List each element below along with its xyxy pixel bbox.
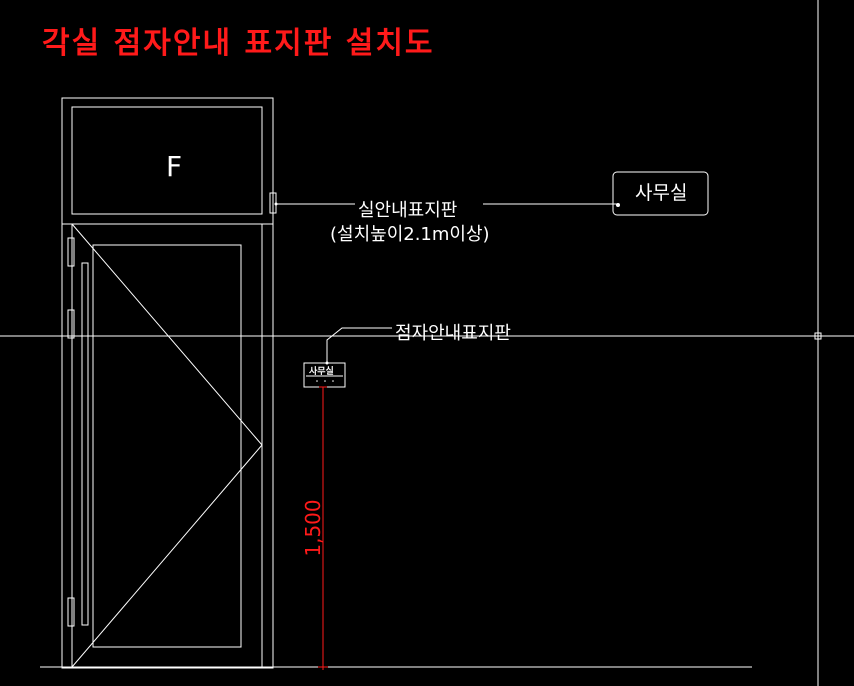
hinge-middle [67,309,75,339]
door [61,97,277,669]
transom-label: F [166,150,183,183]
door-glass-panel [92,244,242,648]
braille-dot [316,380,318,382]
room-sign-height-note: (설치높이2.1m이상) [330,224,490,245]
door-leaf [71,223,263,669]
room-sign-text: 사무실 [635,182,688,204]
room-sign-plate [612,171,709,216]
dimension-value: 1,500 [301,499,325,556]
braille-sign-leader-dot [325,361,329,365]
braille-dot [332,380,334,382]
page-title: 각실 점자안내 표지판 설치도 [42,26,435,61]
door-handle [81,262,89,626]
braille-sign-text: 사무실 [309,367,334,377]
door-swing-indicator [71,223,263,668]
room-sign-label: 실안내표지판 [358,200,458,221]
hinge-top [67,237,75,267]
crosshair-box [814,332,822,340]
hinge-bottom [67,597,75,627]
room-sign-leader-dot [274,202,278,206]
braille-dot [324,380,326,382]
transom-panel [71,106,263,215]
braille-sign-leader [326,327,392,363]
braille-sign-label: 점자안내표지판 [395,323,511,344]
